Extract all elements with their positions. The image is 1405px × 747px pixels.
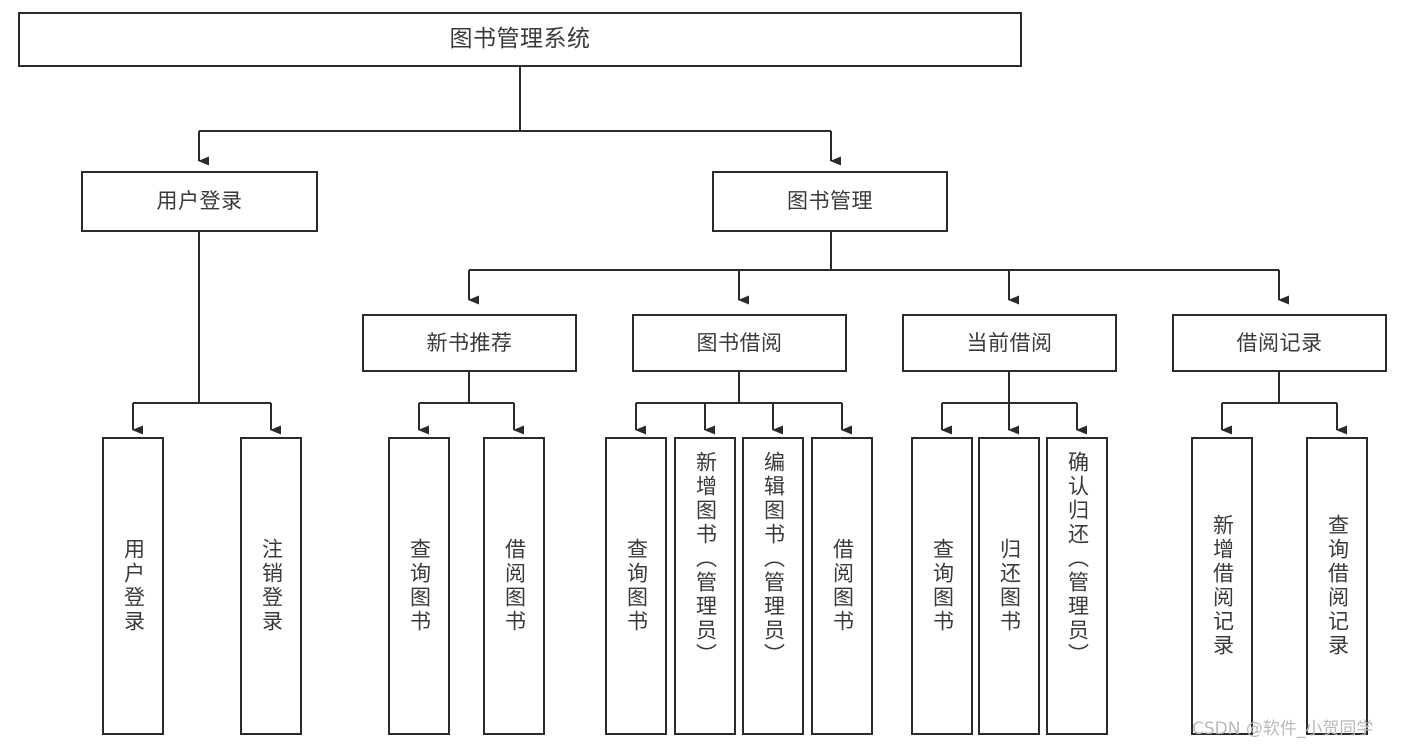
node-leaf-add-record[interactable]: 新增借阅记录 xyxy=(1191,437,1253,735)
node-current-borrow[interactable]: 当前借阅 xyxy=(902,314,1117,372)
node-new-book-recommend-label: 新书推荐 xyxy=(426,330,513,355)
node-leaf-query-book-1[interactable]: 查询图书 xyxy=(388,437,450,735)
node-leaf-edit-book[interactable]: 编辑图书（管理员） xyxy=(742,437,804,735)
node-leaf-query-book-3[interactable]: 查询图书 xyxy=(911,437,973,735)
node-leaf-query-book-2[interactable]: 查询图书 xyxy=(605,437,667,735)
node-leaf-return-book-label: 归还图书 xyxy=(997,538,1022,634)
node-book-management[interactable]: 图书管理 xyxy=(712,171,948,232)
node-root-label: 图书管理系统 xyxy=(449,25,591,52)
node-leaf-user-logout-label: 注销登录 xyxy=(259,538,284,634)
node-current-borrow-label: 当前借阅 xyxy=(966,330,1053,355)
node-leaf-query-book-2-label: 查询图书 xyxy=(624,538,649,634)
node-leaf-add-book[interactable]: 新增图书（管理员） xyxy=(674,437,736,735)
node-root-book-management-system[interactable]: 图书管理系统 xyxy=(18,12,1022,67)
node-leaf-user-login-label: 用户登录 xyxy=(121,538,146,634)
node-leaf-query-book-3-label: 查询图书 xyxy=(930,538,955,634)
node-leaf-confirm-return[interactable]: 确认归还（管理员） xyxy=(1046,437,1108,735)
node-leaf-borrow-book-2[interactable]: 借阅图书 xyxy=(811,437,873,735)
node-leaf-add-book-label: 新增图书（管理员） xyxy=(693,451,718,667)
node-leaf-add-record-label: 新增借阅记录 xyxy=(1210,514,1235,658)
node-user-login-label: 用户登录 xyxy=(156,189,243,214)
node-new-book-recommend[interactable]: 新书推荐 xyxy=(362,314,577,372)
node-book-management-label: 图书管理 xyxy=(787,189,873,214)
node-leaf-borrow-book-2-label: 借阅图书 xyxy=(830,538,855,634)
node-leaf-query-record[interactable]: 查询借阅记录 xyxy=(1306,437,1368,735)
node-leaf-borrow-book-1[interactable]: 借阅图书 xyxy=(483,437,545,735)
node-leaf-borrow-book-1-label: 借阅图书 xyxy=(502,538,527,634)
node-leaf-query-record-label: 查询借阅记录 xyxy=(1325,514,1350,658)
node-leaf-user-login[interactable]: 用户登录 xyxy=(102,437,164,735)
node-leaf-edit-book-label: 编辑图书（管理员） xyxy=(761,451,786,667)
node-borrow-record[interactable]: 借阅记录 xyxy=(1172,314,1387,372)
node-book-borrow-label: 图书借阅 xyxy=(696,330,783,355)
node-leaf-confirm-return-label: 确认归还（管理员） xyxy=(1065,451,1090,667)
csdn-watermark: CSDN @软件_小贺同学 xyxy=(1192,719,1374,739)
node-borrow-record-label: 借阅记录 xyxy=(1236,330,1323,355)
node-leaf-user-logout[interactable]: 注销登录 xyxy=(240,437,302,735)
node-user-login[interactable]: 用户登录 xyxy=(81,171,318,232)
node-leaf-query-book-1-label: 查询图书 xyxy=(407,538,432,634)
node-book-borrow[interactable]: 图书借阅 xyxy=(632,314,847,372)
node-leaf-return-book[interactable]: 归还图书 xyxy=(978,437,1040,735)
